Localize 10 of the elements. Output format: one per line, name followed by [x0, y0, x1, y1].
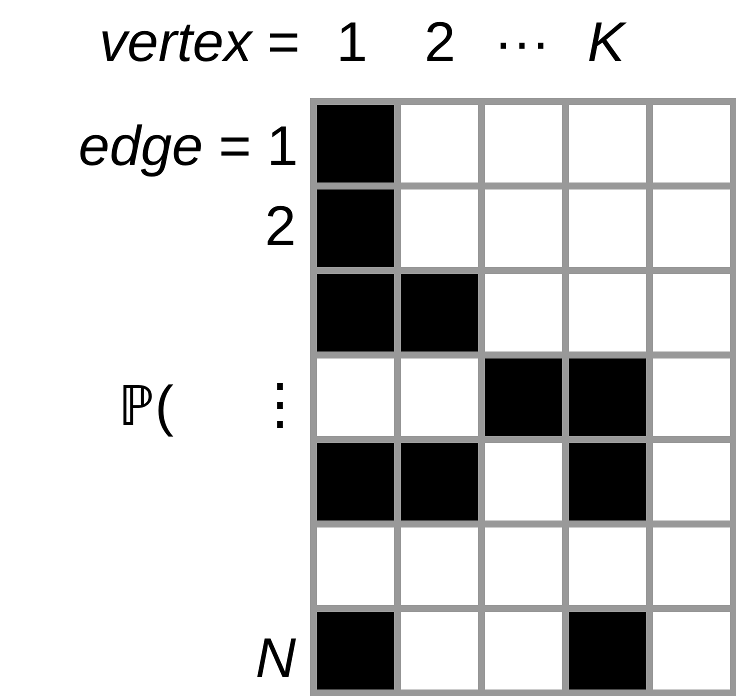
axis-label: N	[256, 625, 296, 691]
ellipsis: ···	[494, 9, 550, 75]
axis-label: K	[587, 9, 625, 75]
ellipsis: ⋮	[252, 371, 308, 437]
axis-label: edge = 1	[78, 113, 298, 179]
math-expression: ℙ(	[118, 373, 174, 439]
row-number: 2	[264, 193, 296, 259]
column-number: 2	[424, 9, 456, 75]
axis-label: vertex =	[99, 9, 300, 75]
column-number: 1	[336, 9, 368, 75]
